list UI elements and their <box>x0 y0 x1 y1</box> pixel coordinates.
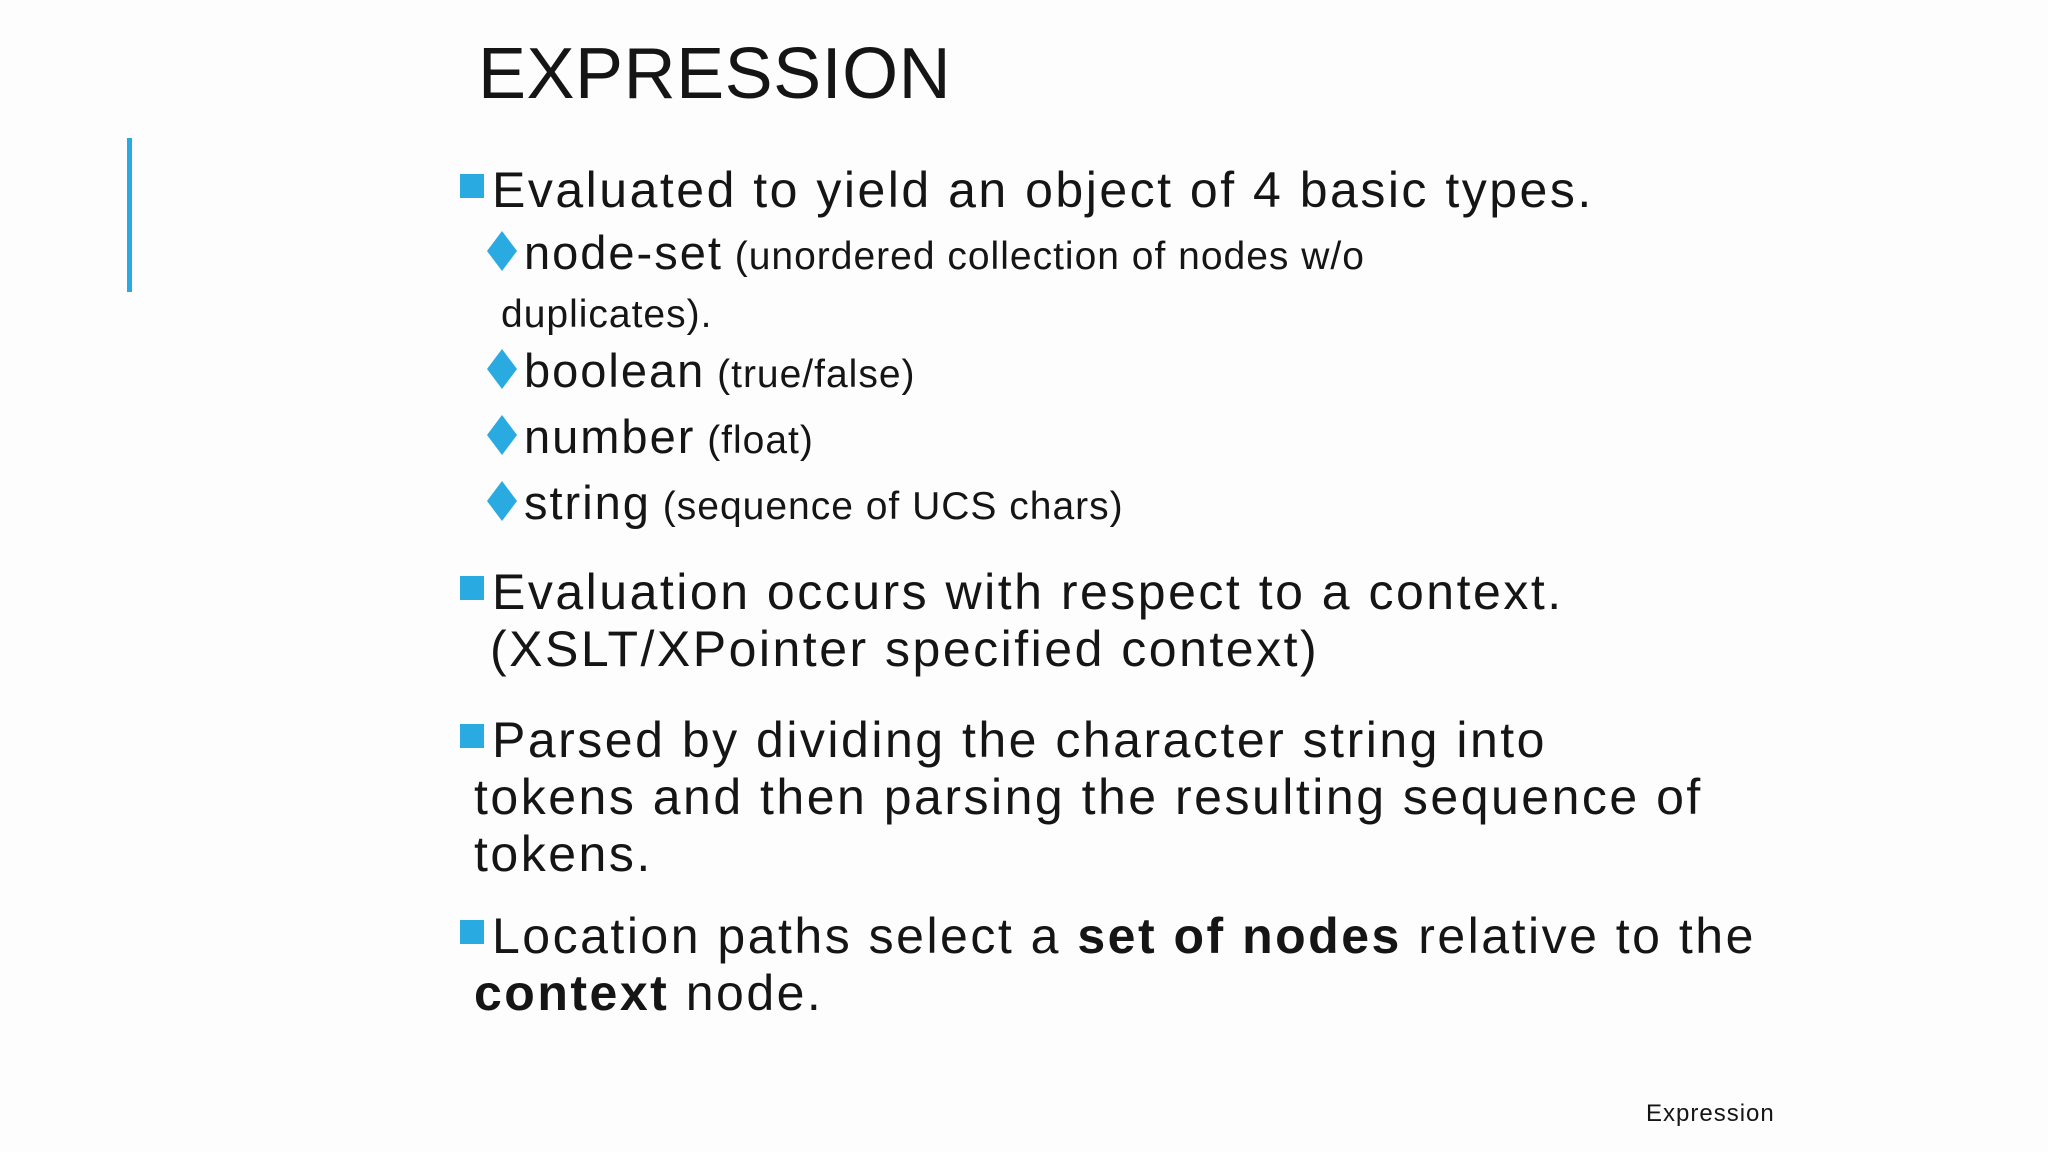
type-note: (true/false) <box>705 353 916 396</box>
square-bullet-icon <box>460 576 484 600</box>
diamond-bullet-icon <box>487 415 517 455</box>
diamond-bullet-icon <box>487 481 517 521</box>
sub-bullet-node-set: node-set (unordered collection of nodes … <box>487 226 1981 342</box>
bullet-text-tail: node. <box>669 965 824 1021</box>
bullet-context: Evaluation occurs with respect to a cont… <box>460 564 1970 678</box>
sub-bullet-boolean: boolean (true/false) <box>487 344 1981 402</box>
bullet-text-emphasis: set of nodes <box>1077 908 1402 964</box>
bullet-text-lead: Location paths select a <box>492 908 1078 964</box>
bullet-text: Evaluated to yield an object of 4 basic … <box>492 162 1594 218</box>
bullet-text: Evaluation occurs with respect to a cont… <box>490 564 1564 677</box>
square-bullet-icon <box>460 174 484 198</box>
sub-bullet-number: number (float) <box>487 410 1981 468</box>
bullet-basic-types: Evaluated to yield an object of 4 basic … <box>460 162 1954 219</box>
type-term: boolean <box>524 344 706 397</box>
square-bullet-icon <box>460 724 484 748</box>
bullet-text-emphasis: context <box>474 965 670 1021</box>
bullet-text: Parsed by dividing the character string … <box>474 712 1703 882</box>
square-bullet-icon <box>460 920 484 944</box>
slide-title: EXPRESSION <box>478 34 952 114</box>
type-term: string <box>524 476 651 529</box>
diamond-bullet-icon <box>487 231 517 271</box>
bullet-text-middle: relative to the <box>1418 908 1756 964</box>
type-term: node-set <box>524 226 723 279</box>
sub-bullet-string: string (sequence of UCS chars) <box>487 476 1981 534</box>
type-term: number <box>524 410 696 463</box>
type-note: (sequence of UCS chars) <box>650 485 1124 528</box>
accent-vertical-line <box>127 138 132 292</box>
slide-footer-label: Expression <box>1646 1100 1775 1127</box>
bullet-location-paths: Location paths select a set of nodes rel… <box>460 908 1954 1022</box>
bullet-parsed: Parsed by dividing the character string … <box>460 712 1954 883</box>
type-note: (float) <box>695 419 814 462</box>
diamond-bullet-icon <box>487 349 517 389</box>
type-note: (unordered collection of nodes w/o dupli… <box>501 235 1365 336</box>
